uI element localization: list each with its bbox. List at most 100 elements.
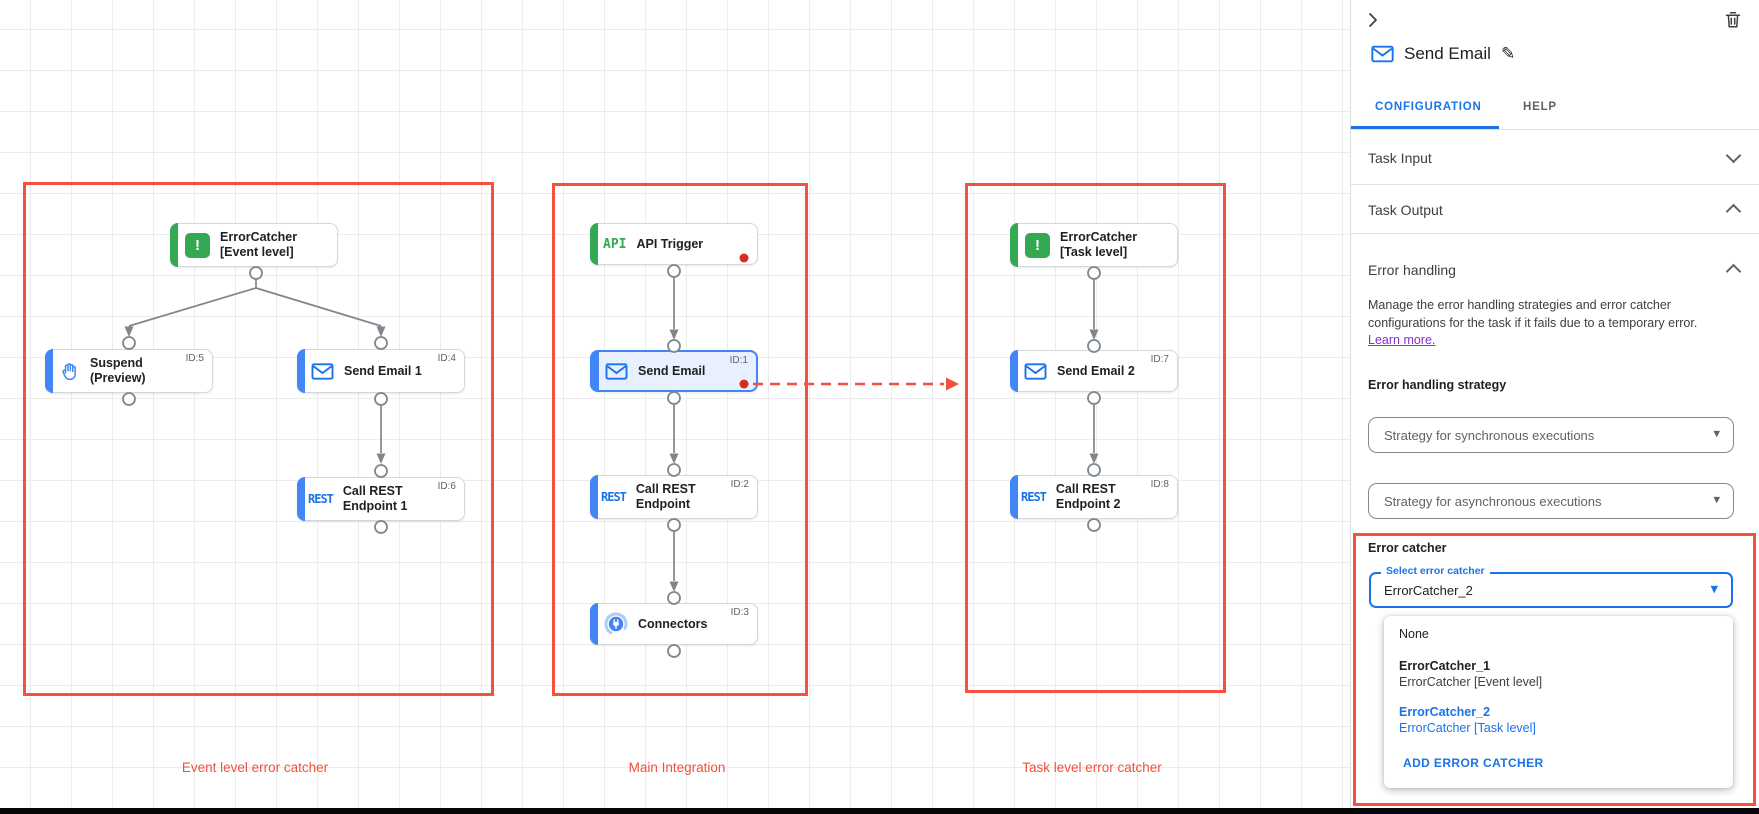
section-task-input[interactable]: Task Input [1368,150,1432,166]
description-text: Manage the error handling strategies and… [1368,298,1698,330]
node-call-rest-endpoint-1[interactable]: REST Call REST Endpoint 1 ID:6 [297,477,465,521]
divider [1351,184,1759,185]
error-catcher-label: Error catcher [1368,541,1447,555]
caption-main-integration: Main Integration [628,760,726,775]
menu-item-none[interactable]: None [1399,626,1429,642]
node-label: Connectors [638,616,708,631]
section-error-handling[interactable]: Error handling [1368,262,1456,278]
menu-item-errorcatcher-1[interactable]: ErrorCatcher_1 ErrorCatcher [Event level… [1399,658,1542,690]
group-task-level-error-catcher [965,183,1226,693]
node-connectors[interactable]: Connectors ID:3 [590,603,758,645]
node-accent-bar [297,349,305,393]
collapse-panel-chevron-icon[interactable] [1363,10,1385,32]
dropdown-caret-icon [1713,426,1720,442]
envelope-icon [311,362,334,380]
envelope-icon [605,362,628,380]
node-suspend[interactable]: Suspend (Preview) ID:5 [45,349,213,393]
edit-name-pencil-icon[interactable] [1501,44,1515,64]
learn-more-link[interactable]: Learn more. [1368,333,1436,347]
node-accent-bar [45,349,53,393]
error-catcher-annotation-box [1353,533,1756,806]
error-catcher-icon [1025,232,1050,258]
api-icon: API [603,236,627,252]
chevron-down-icon[interactable] [1725,147,1742,164]
node-id-badge: ID:3 [730,607,749,618]
node-accent-bar [590,603,598,645]
caption-task-level: Task level error catcher [1022,760,1162,775]
async-strategy-dropdown[interactable]: Strategy for asynchronous executions [1368,483,1734,519]
menu-item-label: None [1399,627,1429,641]
send-email-envelope-icon [1371,45,1394,63]
connectors-icon [604,612,628,636]
node-label-line2: Endpoint 1 [342,499,408,513]
rest-icon: REST [601,490,627,504]
node-send-email-selected[interactable]: Send Email ID:1 [590,350,758,392]
hand-icon [59,361,80,382]
node-send-email-2[interactable]: Send Email 2 ID:7 [1010,350,1178,392]
tab-help[interactable]: HELP [1523,101,1557,113]
chevron-up-icon[interactable] [1725,203,1742,220]
error-catcher-icon [185,232,210,258]
menu-item-subtitle: ErrorCatcher [Event level] [1399,675,1543,689]
caption-event-level: Event level error catcher [181,760,329,775]
node-send-email-1[interactable]: Send Email 1 ID:4 [297,349,465,393]
select-error-catcher-floating-label: Select error catcher [1381,565,1490,577]
node-call-rest-endpoint[interactable]: REST Call REST Endpoint ID:2 [590,475,758,519]
node-label: Send Email 1 [344,363,422,378]
node-accent-bar [1010,223,1018,267]
divider [1351,233,1759,234]
node-label-line2: Endpoint 2 [1055,497,1121,511]
node-label: Call REST [342,484,403,498]
dropdown-caret-icon [1713,492,1720,508]
node-accent-bar [591,351,599,391]
dropdown-placeholder: Strategy for synchronous executions [1384,427,1595,443]
node-label: Call REST [1055,482,1116,496]
dropdown-placeholder: Strategy for asynchronous executions [1384,493,1602,509]
node-id-badge: ID:7 [1150,354,1169,365]
menu-item-subtitle: ErrorCatcher [Task level] [1399,721,1536,735]
node-api-trigger[interactable]: API API Trigger [590,223,758,265]
node-call-rest-endpoint-2[interactable]: REST Call REST Endpoint 2 ID:8 [1010,475,1178,519]
node-label: Send Email 2 [1057,363,1135,378]
sync-strategy-dropdown[interactable]: Strategy for synchronous executions [1368,417,1734,453]
node-label: ErrorCatcher [1060,230,1138,244]
node-id-badge: ID:5 [185,353,204,364]
node-accent-bar [297,477,305,521]
node-accent-bar [170,223,178,267]
tab-configuration[interactable]: CONFIGURATION [1375,101,1482,113]
section-task-output[interactable]: Task Output [1368,202,1443,218]
node-errorcatcher-task-level[interactable]: ErrorCatcher [Task level] [1010,223,1178,267]
error-catcher-select[interactable]: ErrorCatcher_2 [1369,572,1733,608]
integration-canvas[interactable]: Event level error catcher Main Integrati… [0,0,1350,814]
chevron-up-icon[interactable] [1725,263,1742,280]
divider [1351,129,1759,130]
node-label-line2: (Preview) [90,371,146,385]
panel-title-row: Send Email [1371,44,1515,64]
node-accent-bar [590,223,598,265]
node-label: API Trigger [636,236,704,251]
node-label-line2: [Event level] [220,245,294,259]
group-event-level-error-catcher [23,182,494,696]
error-catcher-selected-value: ErrorCatcher_2 [1384,582,1473,598]
node-label: ErrorCatcher [220,230,298,244]
dropdown-caret-icon [1710,580,1718,598]
add-error-catcher-button[interactable]: ADD ERROR CATCHER [1403,756,1544,770]
node-label-line2: Endpoint [635,497,691,511]
menu-item-errorcatcher-2[interactable]: ErrorCatcher_2 ErrorCatcher [Task level] [1399,704,1536,736]
menu-item-title: ErrorCatcher_1 [1399,659,1491,673]
node-id-badge: ID:6 [437,481,456,492]
node-label: Send Email [638,363,706,378]
node-accent-bar [1010,475,1018,519]
node-accent-bar [1010,350,1018,392]
delete-task-trash-icon[interactable] [1723,10,1743,30]
node-label: Call REST [635,482,696,496]
node-label: Suspend [90,356,143,370]
node-id-badge: ID:2 [730,479,749,490]
task-config-panel: Send Email CONFIGURATION HELP Task Input… [1350,0,1759,814]
node-label-line2: [Task level] [1060,245,1128,259]
error-catcher-menu: None ErrorCatcher_1 ErrorCatcher [Event … [1384,616,1733,788]
node-id-badge: ID:4 [437,353,456,364]
bottom-black-bar [0,808,1759,814]
node-errorcatcher-event-level[interactable]: ErrorCatcher [Event level] [170,223,338,267]
